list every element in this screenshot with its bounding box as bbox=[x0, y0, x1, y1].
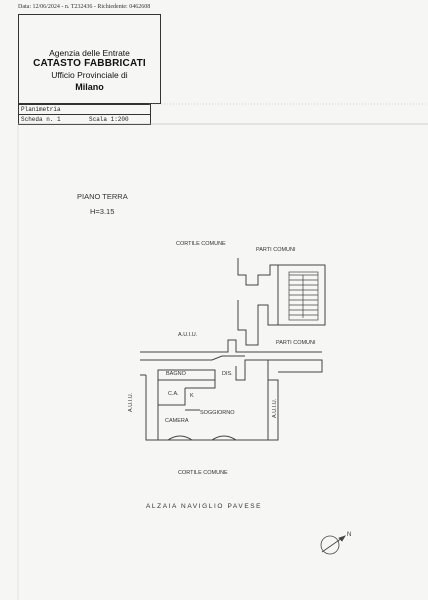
agency-name: Agenzia delle Entrate bbox=[49, 48, 130, 58]
scale-label: Scala 1:200 bbox=[89, 116, 129, 123]
window-arch-1 bbox=[167, 435, 193, 441]
label-bedroom: CAMERA bbox=[165, 418, 189, 424]
stair-steps bbox=[288, 271, 319, 321]
label-closet: C.A. bbox=[168, 391, 179, 397]
label-storage: DIS. bbox=[222, 371, 233, 377]
office-city: Milano bbox=[75, 82, 104, 92]
label-other-unit-top: A.U.I.U. bbox=[178, 332, 198, 338]
request-date-line: Data: 12/06/2024 - n. T232436 - Richiede… bbox=[18, 4, 151, 10]
label-other-unit-right: A.U.I.U. bbox=[272, 398, 278, 418]
label-other-unit-left: A.U.I.U. bbox=[128, 392, 134, 412]
floor-height: H=3.15 bbox=[90, 207, 115, 216]
label-courtyard-top: CORTILE COMUNE bbox=[176, 241, 226, 247]
label-common-parts-mid: PARTI COMUNI bbox=[276, 340, 316, 346]
sheet-info-box: Planimetria Scheda n. 1 Scala 1:200 bbox=[18, 104, 151, 125]
floor-title: PIANO TERRA bbox=[77, 192, 128, 201]
info-row-sheet: Scheda n. 1 Scala 1:200 bbox=[19, 115, 150, 124]
common-parts-wall bbox=[268, 359, 323, 373]
office-name: Ufficio Provinciale di bbox=[51, 70, 128, 80]
stair-block-outline bbox=[278, 264, 326, 326]
upper-wall bbox=[237, 258, 279, 346]
window-arch-2 bbox=[211, 435, 237, 441]
sheet-number-label: Scheda n. 1 bbox=[21, 116, 61, 123]
info-row-type: Planimetria bbox=[19, 105, 150, 115]
label-kitchen: K bbox=[190, 393, 194, 399]
kitchen-wall bbox=[185, 370, 216, 389]
plan-type-label: Planimetria bbox=[21, 106, 61, 113]
north-label: N bbox=[347, 532, 352, 538]
label-common-parts-top: PARTI COMUNI bbox=[256, 247, 296, 253]
cadastre-header-box: Agenzia delle Entrate CATASTO FABBRICATI… bbox=[18, 14, 161, 104]
right-wall bbox=[268, 379, 279, 441]
street-name: ALZAIA NAVIGLIO PAVESE bbox=[146, 503, 263, 510]
corridor-wall bbox=[140, 339, 322, 353]
north-arrow bbox=[320, 535, 346, 555]
label-living: SOGGIORNO bbox=[200, 410, 235, 416]
plan-walls bbox=[140, 258, 326, 441]
label-courtyard-bottom: CORTILE COMUNE bbox=[178, 470, 228, 476]
apartment-outline bbox=[145, 359, 269, 441]
label-bathroom: BAGNO bbox=[166, 371, 186, 377]
closet-wall bbox=[158, 388, 186, 406]
corridor-inner bbox=[140, 355, 245, 361]
department-name: CATASTO FABBRICATI bbox=[33, 58, 146, 69]
